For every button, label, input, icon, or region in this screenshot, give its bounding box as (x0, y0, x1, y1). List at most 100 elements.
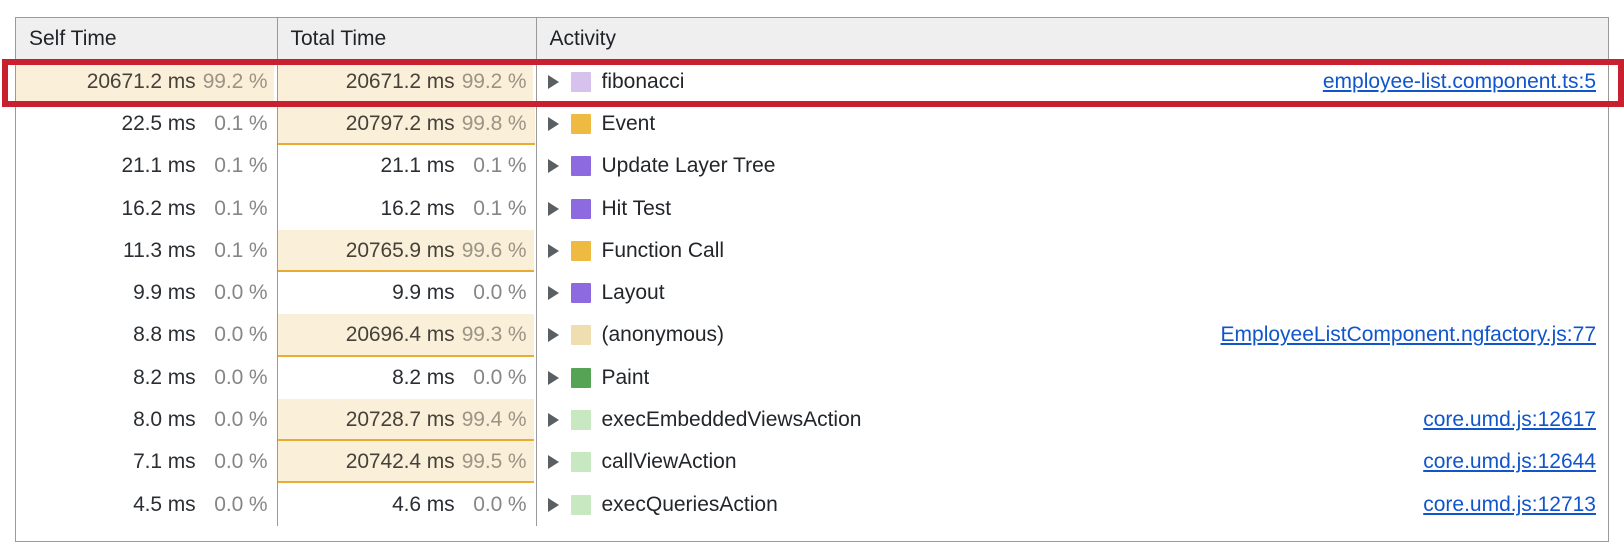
triangle-right-icon[interactable] (547, 413, 559, 428)
triangle-right-icon[interactable] (547, 497, 559, 512)
total-time-percent: 99.5 % (461, 450, 527, 474)
self-time-percent: 0.1 % (214, 238, 268, 262)
total-time-percent: 99.4 % (461, 408, 527, 432)
cell-activity: Layout (536, 272, 1608, 314)
source-location-link[interactable]: employee-list.component.ts:5 (1322, 69, 1596, 93)
activity-name: Paint (601, 365, 650, 389)
self-time-text: 8.2 ms 0.0 % (16, 357, 277, 399)
triangle-right-icon[interactable] (547, 116, 559, 131)
self-time-percent: 0.0 % (214, 365, 268, 389)
self-time-ms: 16.2 ms (121, 196, 196, 220)
self-time-percent: 0.1 % (214, 196, 268, 220)
self-time-ms: 22.5 ms (121, 111, 196, 135)
activity-table-panel: Self Time Total Time Activity 20671.2 ms… (15, 17, 1609, 542)
self-time-percent: 0.1 % (214, 154, 268, 178)
activity-content: fibonacci employee-list.component.ts:5 (537, 61, 1609, 103)
source-location-link[interactable]: core.umd.js:12713 (1423, 492, 1596, 516)
column-header-activity[interactable]: Activity (536, 18, 1608, 61)
color-swatch-icon (570, 494, 591, 515)
self-time-ms: 8.2 ms (133, 365, 196, 389)
color-swatch-icon (570, 71, 591, 92)
color-swatch-icon (570, 410, 591, 431)
activity-name: fibonacci (601, 69, 685, 93)
cell-self-time: 22.5 ms 0.1 % (16, 102, 278, 146)
total-time-bar (277, 398, 534, 442)
total-time-bar (277, 60, 534, 103)
color-swatch-icon (570, 367, 591, 388)
source-location-link[interactable]: EmployeeListComponent.ngfactory.js:77 (1220, 323, 1596, 347)
activity-name: Hit Test (601, 196, 672, 220)
triangle-right-icon[interactable] (547, 201, 559, 216)
color-swatch-icon (570, 113, 591, 134)
triangle-right-icon[interactable] (547, 370, 559, 385)
triangle-right-icon[interactable] (547, 159, 559, 174)
self-time-value: 16.2 ms 0.1 % (16, 187, 277, 229)
column-header-self-time[interactable]: Self Time (16, 18, 278, 61)
cell-activity: Event (536, 103, 1608, 145)
activity-content: Layout (537, 272, 1609, 314)
activity-name: Function Call (601, 238, 725, 262)
activity-content: Paint (537, 357, 1609, 399)
activity-name: Update Layer Tree (601, 154, 776, 178)
source-location-link[interactable]: core.umd.js:12644 (1423, 450, 1596, 474)
total-time-percent: 0.0 % (473, 492, 527, 516)
header-row: Self Time Total Time Activity (16, 18, 1608, 61)
total-time-ms: 21.1 ms (380, 154, 455, 178)
triangle-right-icon[interactable] (547, 328, 559, 343)
self-time-ms: 9.9 ms (133, 281, 196, 305)
column-header-activity-label: Activity (549, 26, 617, 50)
activity-content: Update Layer Tree (537, 145, 1609, 187)
triangle-right-icon[interactable] (547, 286, 559, 301)
column-header-total-time[interactable]: Total Time (277, 18, 537, 61)
cell-self-time: 9.9 ms 0.0 % (16, 271, 278, 315)
triangle-right-icon[interactable] (547, 243, 559, 258)
source-location-link[interactable]: core.umd.js:12617 (1423, 408, 1596, 432)
total-time-ms: 20696.4 ms (345, 323, 455, 347)
triangle-right-icon[interactable] (547, 455, 559, 470)
total-time-value: 21.1 ms 0.1 % (278, 145, 536, 187)
total-time-percent: 0.1 % (473, 154, 527, 178)
color-swatch-icon (570, 156, 591, 177)
cell-self-time: 8.2 ms 0.0 % (16, 356, 278, 399)
triangle-right-icon[interactable] (547, 74, 559, 89)
total-time-percent: 0.0 % (473, 365, 527, 389)
self-time-percent: 0.0 % (214, 281, 268, 305)
self-time-percent: 0.1 % (214, 111, 268, 135)
color-swatch-icon (570, 452, 591, 473)
